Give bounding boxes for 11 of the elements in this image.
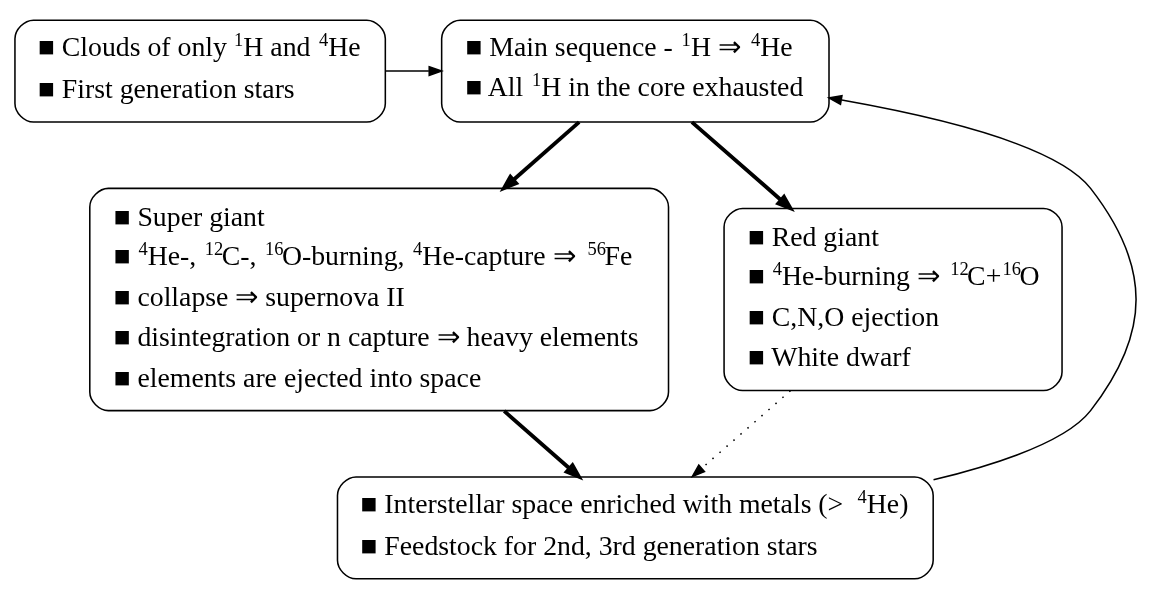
node-box: ■ Super giant ■ $^{4}$He-, $^{12}$C-, $^{16}$O-burning, $^{4}$He-capture ⇒ $^{56}$Fe ■ collapse ⇒ supernova II ■ disintegration or n capture ⇒ heavy elements ■ elements are ejected into space — [89, 187, 670, 411]
arrow — [384, 65, 444, 76]
arrow — [502, 409, 584, 481]
node-box: ■ Interstellar space enriched with metals (> $^{4}$He) ■ Feedstock for 2nd, 3rd generation stars — [336, 475, 934, 580]
node-box: ■ Main sequence - $^{1}$H ⇒ $^{4}$He ■ All $^{1}$H in the core exhausted — [440, 18, 830, 123]
arrow — [690, 389, 792, 478]
arrow — [690, 120, 795, 212]
arrow — [499, 120, 581, 192]
node-box: ■ Clouds of only $^{1}$H and $^{4}$He ■ First generation stars — [14, 18, 387, 123]
arrow — [826, 94, 1137, 481]
node-box: ■ Red giant ■ $^{4}$He-burning ⇒ $^{12}$C+$^{16}$O ■ C,N,O ejection ■ White dwarf — [723, 207, 1063, 391]
